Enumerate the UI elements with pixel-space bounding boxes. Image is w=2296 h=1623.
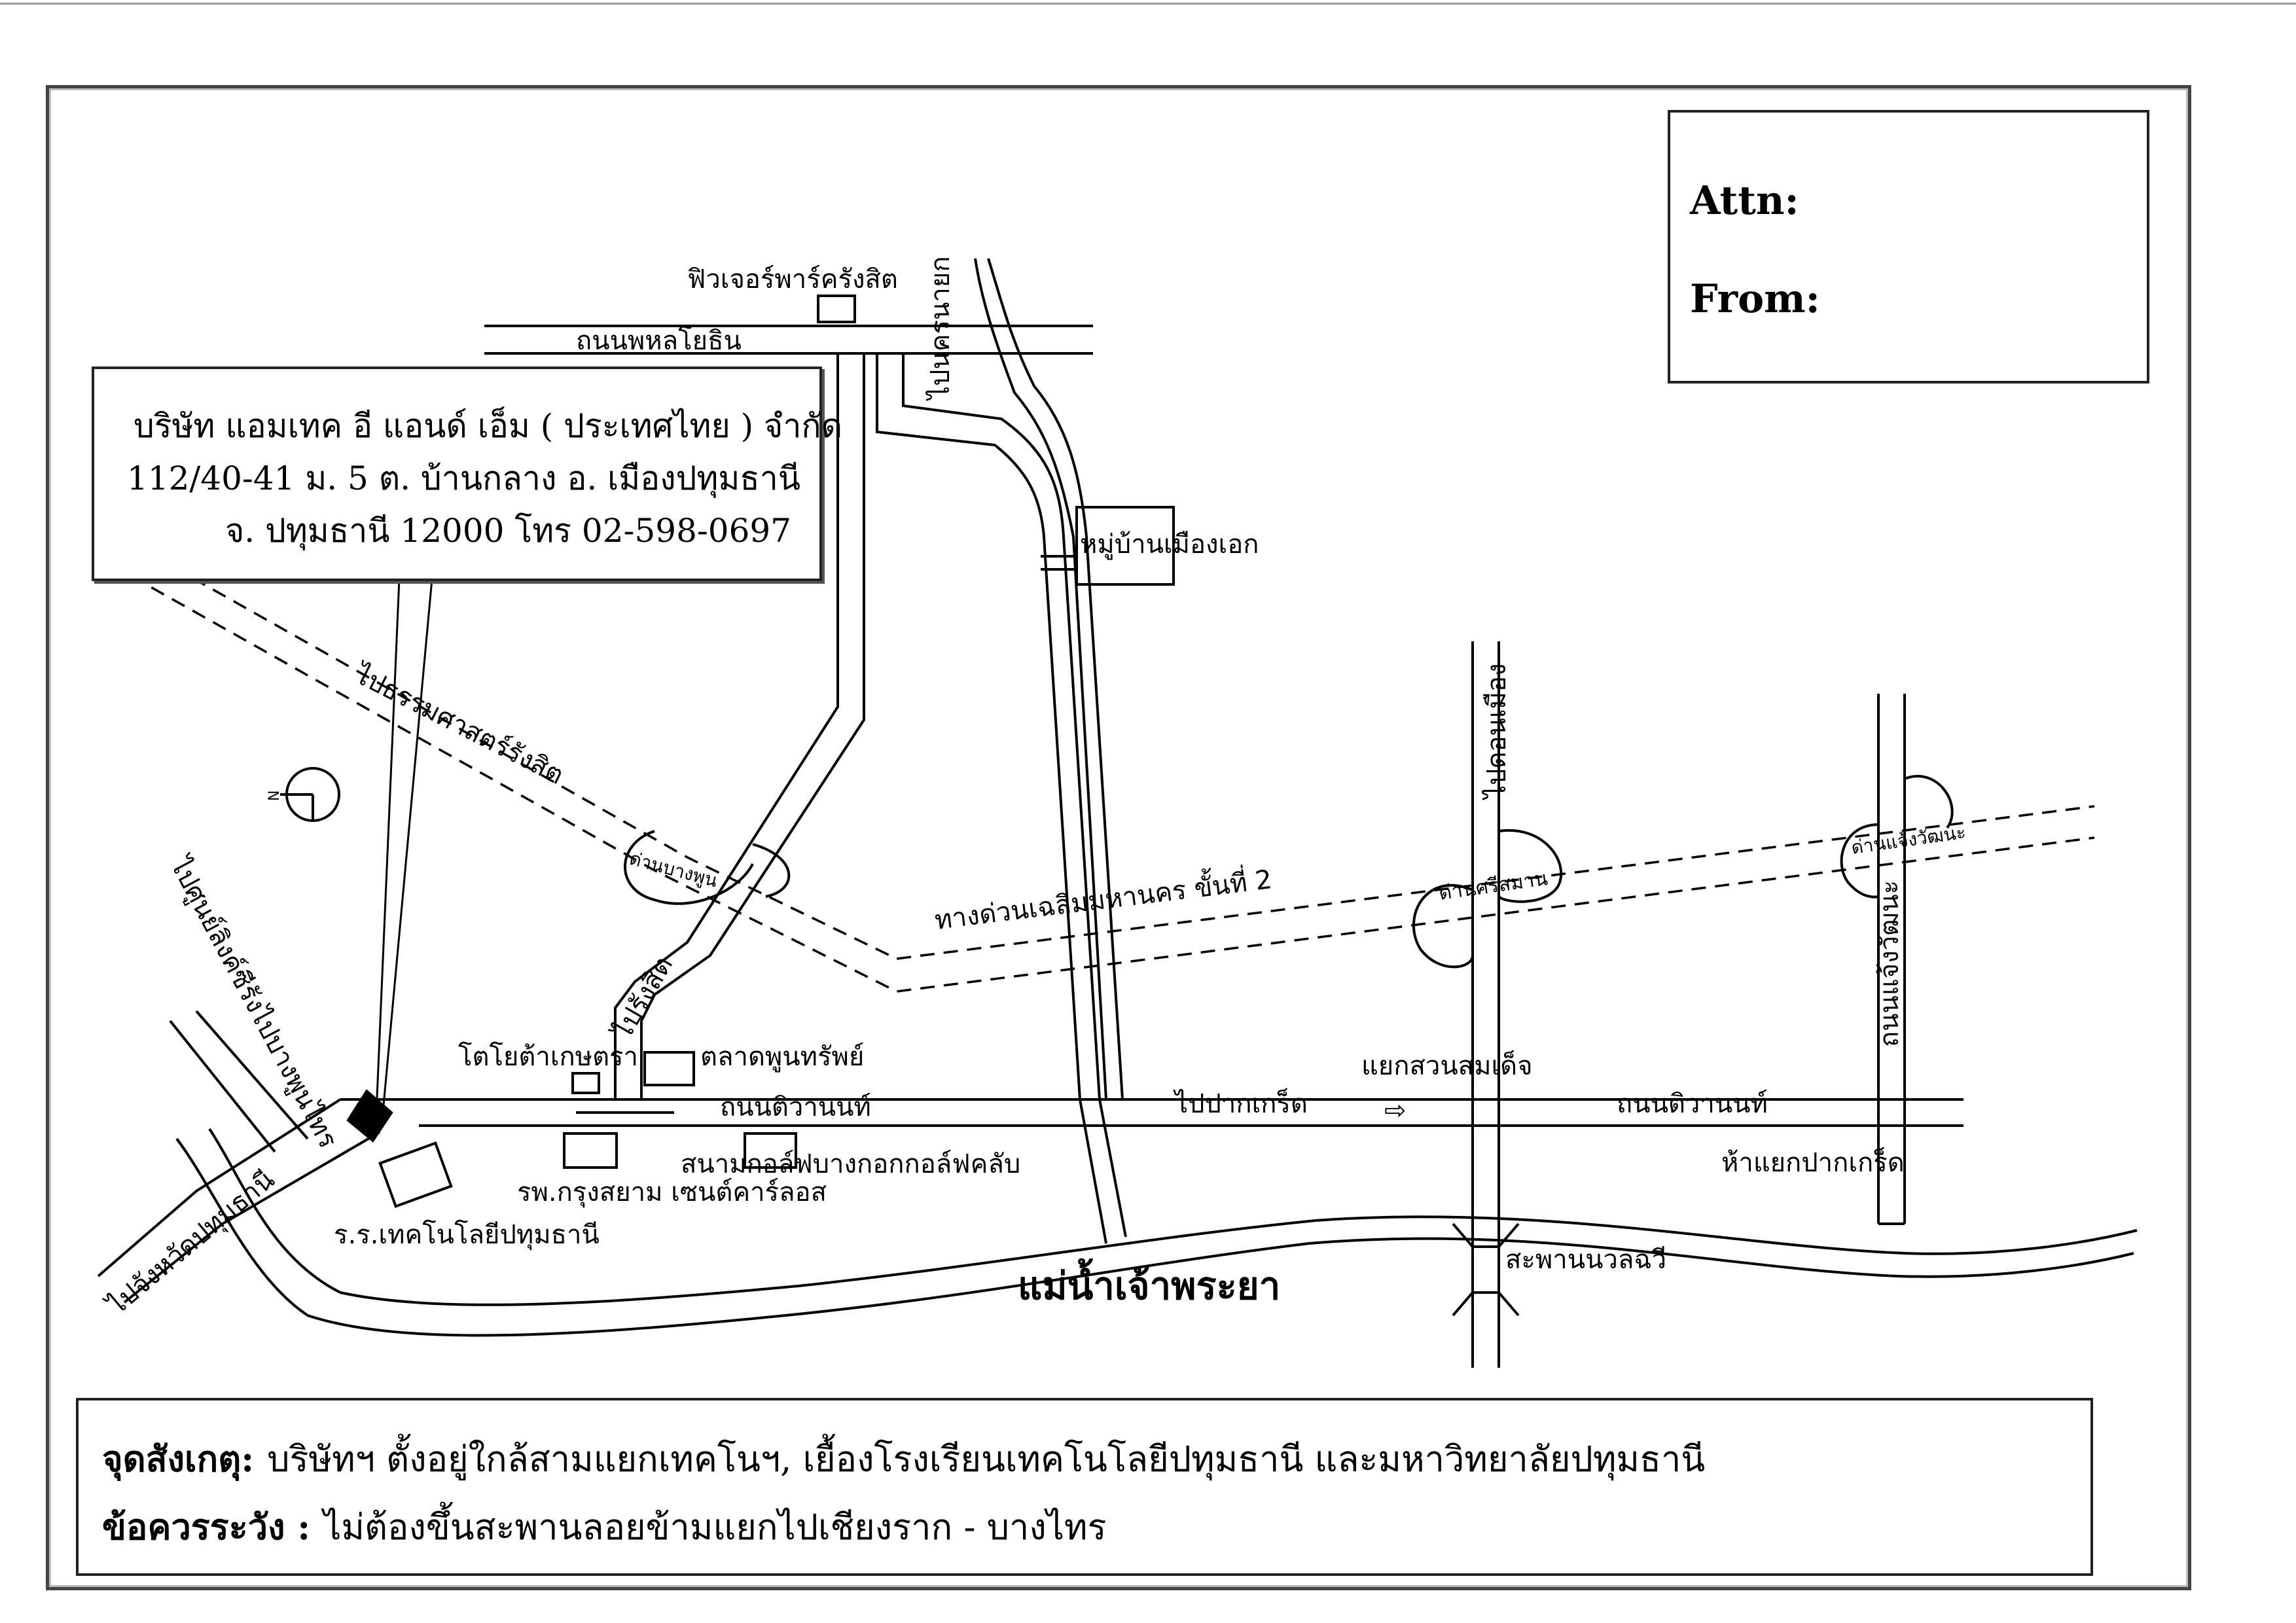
company-name: บริษัท แอมเทค อี แอนด์ เอ็ม ( ประเทศไทย … [134, 407, 843, 445]
compass-letter: N [266, 791, 283, 801]
attn-from-box: Attn: From: [1668, 110, 2149, 383]
label-phahonyothin-road: ถนนพหลโยธิน [576, 326, 742, 356]
label-future-park: ฟิวเจอร์พาร์ครังสิต [687, 264, 898, 294]
label-pathum-tech-school: ร.ร.เทคโนโลยีปทุมธานี [334, 1220, 600, 1251]
label-nuan-chawi-bridge: สะพานนวลฉวี [1505, 1245, 1666, 1275]
muang-ake-box [1075, 506, 1175, 586]
don-mueang-road [1452, 641, 1520, 1368]
label-bangkok-golf: สนามกอล์ฟบางกอกกอล์ฟคลับ [681, 1149, 1020, 1179]
label-chaeng-watthana-road: ถนนแจ้งวัฒนะ [1874, 880, 1905, 1047]
nakhon-nayok-road [876, 258, 1127, 1244]
label-to-chiang-rak: ไปศูนย์ลิงค์ซีรังไปบางพูนไทร [164, 851, 344, 1152]
map-frame [46, 85, 2191, 1590]
company-location-marker [346, 579, 433, 1143]
company-province-line: จ. ปทุมธานี 12000 โทร 02-598-0697 [225, 512, 792, 550]
label-muang-ake-village: หมู่บ้านเมืองเอก [1080, 529, 1259, 560]
label-bang-phun-toll: ด่านบางพูน [627, 847, 720, 893]
company-address-line: 112/40-41 ม. 5 ต. บ้านกลาง อ. เมืองปทุมธ… [127, 459, 801, 497]
landmark-text: บริษัทฯ ตั้งอยู่ใกล้สามแยกเทคโนฯ, เยื้อง… [267, 1438, 1706, 1480]
caution-row: ข้อควรระวัง : ไม่ต้องขึ้นสะพานลอยข้ามแยกไ… [102, 1499, 1107, 1555]
label-to-pak-kret: ไปปากเกร็ด [1173, 1088, 1308, 1119]
pathum-thani-road [97, 1010, 381, 1304]
label-pun-sap-market: ตลาดพูนทรัพย์ [700, 1042, 864, 1072]
interchange-loops [624, 775, 1954, 969]
golf-box [744, 1132, 797, 1169]
label-to-don-mueang: ไปดอนเมือง [1482, 664, 1512, 800]
label-krung-siam-hospital: รพ.กรุงสยาม เซนต์คาร์ลอส [517, 1177, 827, 1208]
from-label: From: [1690, 276, 1820, 322]
label-chao-phraya-river: แม่น้ำเจ้าพระยา [1018, 1258, 1280, 1308]
attn-label: Attn: [1690, 178, 1799, 224]
label-tiwanon-road-left: ถนนติวานนท์ [720, 1092, 871, 1122]
compass-icon [280, 767, 340, 822]
label-to-nakhon-nayok: ไปนครนายก [925, 256, 956, 401]
hospital-box [563, 1132, 618, 1169]
landmark-row: จุดสังเกตุ: บริษัทฯ ตั้งอยู่ใกล้สามแยกเทค… [102, 1431, 1705, 1487]
top-rule [0, 3, 2296, 5]
arrow-to-pak-kret: ⇨ [1384, 1096, 1407, 1126]
future-park-box [817, 294, 856, 323]
label-toyota-kaset: โตโยต้าเกษตรา [458, 1042, 638, 1072]
rangsit-road [614, 353, 865, 1099]
label-to-thammasat: ไปธรรมศาสตร์รังสิต [349, 659, 569, 791]
label-to-pathum-thani: ไปจังหวัดปทุมธานี [101, 1165, 281, 1323]
caution-text: ไม่ต้องขึ้นสะพานลอยข้ามแยกไปเชียงราก - บ… [323, 1507, 1107, 1548]
caution-label: ข้อควรระวัง : [102, 1506, 311, 1548]
landmark-label: จุดสังเกตุ: [102, 1438, 255, 1480]
company-address-box: บริษัท แอมเทค อี แอนด์ เอ็ม ( ประเทศไทย … [92, 366, 842, 581]
label-si-saman-toll: ด่านศรีสมาน [1437, 867, 1549, 905]
market-box [643, 1051, 695, 1086]
notes-box: จุดสังเกตุ: บริษัทฯ ตั้งอยู่ใกล้สามแยกเทค… [76, 1398, 2093, 1576]
label-sam-det-junction: แยกสวนสมเด็จ [1361, 1050, 1533, 1081]
label-chaloem-expressway: ทางด่วนเฉลิมมหานคร ขั้นที่ 2 [933, 860, 1274, 936]
river-banks [175, 1128, 2138, 1337]
toyota-box [571, 1072, 600, 1094]
chaeng-watthana-road [1877, 694, 1906, 1225]
label-to-rangsit: ไปรังสิต [607, 951, 679, 1045]
school-box [378, 1141, 453, 1208]
expressway [130, 542, 2095, 993]
label-pak-kret-intersection: ห้าแยกปากเกร็ด [1721, 1147, 1905, 1178]
building-boxes [378, 294, 1175, 1208]
label-tiwanon-road-right: ถนนติวานนท์ [1617, 1089, 1768, 1119]
